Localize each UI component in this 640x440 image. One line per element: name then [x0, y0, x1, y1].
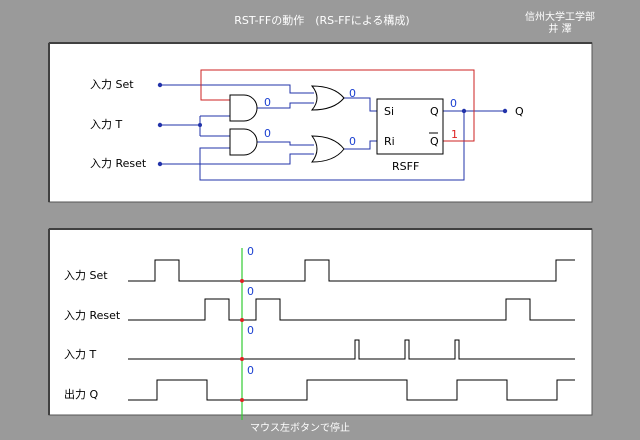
input-t-label: 入力 T — [90, 118, 122, 131]
and-gate-top — [229, 94, 258, 122]
input-reset-label: 入力 Reset — [90, 157, 147, 170]
cursor-value-q: 0 — [247, 364, 254, 377]
timing-panel-bg — [48, 228, 593, 416]
rsff-ri-label: Ri — [384, 135, 395, 148]
author-name: 井 澤 — [548, 22, 571, 35]
cursor-markers — [240, 279, 244, 402]
waveform-q — [128, 379, 575, 401]
waveform-t — [128, 339, 575, 360]
stop-instruction: マウス左ボタンで停止 — [250, 421, 350, 434]
timing-label-reset: 入力 Reset — [64, 309, 121, 322]
output-q-label: Q — [515, 105, 524, 118]
rsff-q-label: Q — [430, 105, 439, 118]
timing-label-q: 出力 Q — [64, 387, 98, 401]
author-affiliation: 信州大学工学部 — [525, 10, 595, 23]
q-output-value: 0 — [450, 97, 457, 110]
timing-label-set: 入力 Set — [64, 269, 108, 282]
page-title: RST-FFの動作 (RS-FFによる構成) — [234, 13, 409, 27]
waveform-set — [128, 259, 575, 282]
or-gate-bottom — [310, 135, 345, 163]
rsff-si-label: Si — [384, 105, 394, 118]
and-bottom-value: 0 — [264, 127, 271, 140]
cursor-value-set: 0 — [247, 245, 254, 258]
rsff-name: RSFF — [392, 160, 419, 173]
junction-dots — [157, 82, 508, 167]
input-set-label: 入力 Set — [90, 78, 134, 91]
cursor-value-t: 0 — [247, 324, 254, 337]
or-top-value: 0 — [349, 87, 356, 100]
qbar-output-value: 1 — [451, 128, 458, 141]
cursor-value-reset: 0 — [247, 285, 254, 298]
rsff-qbar-label: Q — [430, 135, 439, 148]
circuit-panel: 入力 Set 入力 T 入力 Reset — [48, 42, 593, 203]
circuit-panel-bg — [48, 42, 593, 203]
waveform-reset — [128, 298, 575, 321]
timing-panel: 入力 Set 入力 Reset 入力 T 出力 Q 0 0 0 0 — [48, 228, 593, 420]
or-gate-top — [310, 85, 345, 111]
red-feedback-wire — [200, 69, 475, 142]
rsff-block — [376, 98, 444, 155]
timing-label-t: 入力 T — [64, 348, 96, 361]
or-bottom-value: 0 — [349, 135, 356, 148]
and-top-value: 0 — [264, 96, 271, 109]
and-gate-bottom — [229, 128, 258, 156]
